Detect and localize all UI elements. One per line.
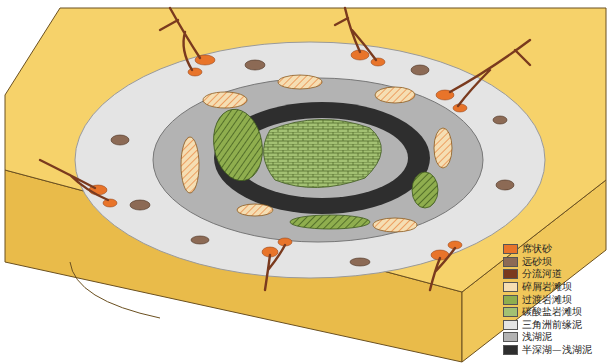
- legend-text: 远砂坝: [522, 256, 552, 268]
- legend-text: 分流河道: [522, 268, 562, 280]
- legend-text: 席状砂: [522, 243, 552, 255]
- legend-swatch: [503, 269, 518, 279]
- legend-swatch: [503, 244, 518, 254]
- legend-swatch: [503, 320, 518, 330]
- legend-text: 碳酸盐岩滩坝: [522, 306, 582, 318]
- legend-row: 分流河道: [503, 268, 592, 281]
- legend-text: 过渡岩滩坝: [522, 294, 572, 306]
- legend-text: 浅湖泥: [522, 331, 552, 343]
- legend-row: 浅湖泥: [503, 331, 592, 344]
- legend-text: 三角洲前缘泥: [522, 319, 582, 331]
- legend-swatch: [503, 282, 518, 292]
- legend-row: 碳酸盐岩滩坝: [503, 306, 592, 319]
- legend-swatch: [503, 307, 518, 317]
- legend-text: 碎屑岩滩坝: [522, 281, 572, 293]
- legend-row: 三角洲前缘泥: [503, 319, 592, 332]
- legend-swatch: [503, 345, 518, 355]
- legend-row: 席状砂: [503, 243, 592, 256]
- legend-text: 半深湖—浅湖泥: [522, 344, 592, 356]
- legend-row: 碎屑岩滩坝: [503, 281, 592, 294]
- legend-row: 过渡岩滩坝: [503, 293, 592, 306]
- legend-row: 远砂坝: [503, 256, 592, 269]
- legend-swatch: [503, 295, 518, 305]
- legend-swatch: [503, 332, 518, 342]
- legend-row: 半深湖—浅湖泥: [503, 344, 592, 357]
- legend-swatch: [503, 257, 518, 267]
- legend: 席状砂远砂坝分流河道碎屑岩滩坝过渡岩滩坝碳酸盐岩滩坝三角洲前缘泥浅湖泥半深湖—浅…: [503, 243, 592, 356]
